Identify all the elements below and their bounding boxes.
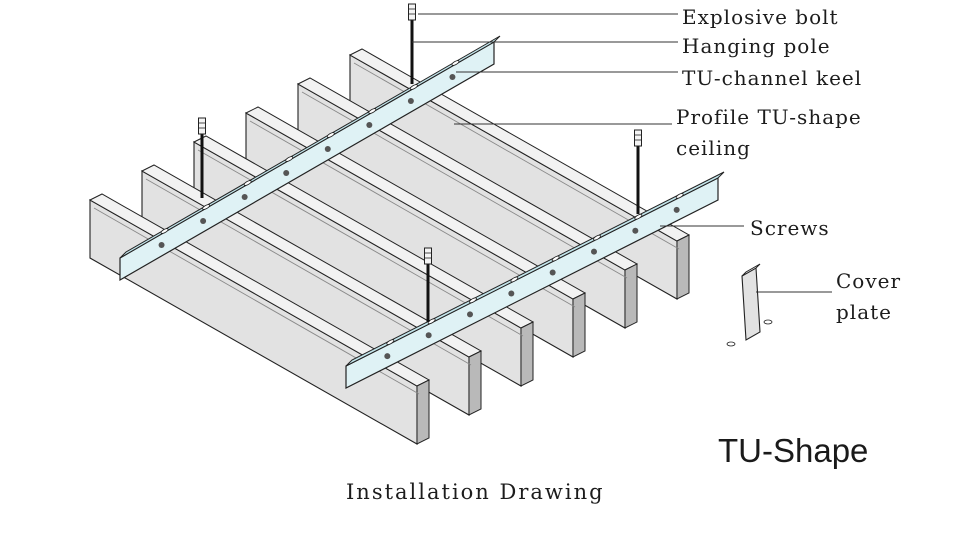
keel-slot [675,193,684,199]
screw-dot [384,353,391,360]
label-explosive-bolt: Explosive bolt [682,5,839,29]
keel-slot [427,318,436,325]
screw-dot [283,170,290,176]
label-tu-channel-keel: TU-channel keel [682,66,863,90]
profile-end-face [624,263,638,329]
label-profile-line2: ceiling [676,136,751,160]
keel-slot [386,339,395,345]
screw-dot [449,74,456,80]
hanging-pole-2 [198,117,206,198]
keel-slot [451,60,460,66]
screw-dot [241,194,248,200]
label-cover-line2: plate [836,300,892,324]
profile-end-face [468,350,482,416]
tu-channel-keel-group [119,35,725,389]
hanging-pole-group [198,3,642,322]
screw-dot [366,122,373,128]
tu-channel-keel-1 [119,35,501,282]
keel-slot [326,132,335,138]
screw-dot [467,311,473,318]
keel-slot [551,255,560,262]
keel-flange [345,171,725,367]
cover-plate-clip [763,319,773,325]
tu-channel-keel-2 [345,171,725,389]
keel-slot [409,84,418,90]
cover-plate-top [741,263,761,277]
screw-dot [508,290,515,297]
screw-dot [158,242,165,248]
screw-dot [407,98,414,104]
cover-plate [726,263,773,347]
cover-plate-face [741,267,761,341]
explosive-bolt [408,3,416,21]
profile-end-face [520,321,534,387]
screw-dot [591,248,597,255]
cover-plate-clip [726,341,736,347]
keel-slot [469,297,477,304]
hanging-pole-4 [424,247,432,322]
screw-dot [324,146,331,152]
keel-flange [119,35,501,259]
label-cover-line1: Cover [836,269,902,293]
keel-slot [368,108,377,114]
keel-slot [160,228,169,234]
explosive-bolt [198,117,206,135]
profile-end-face [572,292,586,358]
keel-slot [202,204,211,210]
label-screws: Screws [750,216,830,240]
keel-slot [510,276,519,283]
explosive-bolt [424,247,432,265]
profile-end-face [676,234,690,300]
drawing-caption: Installation Drawing [346,480,605,504]
profile-end-face [416,379,430,445]
leader-lines [412,13,832,293]
keel-slot [593,234,601,241]
screw-dot [673,206,680,213]
hanging-pole-3 [634,129,642,214]
hanging-pole-1 [408,3,416,84]
keel-slot [243,180,252,186]
keel-slot [634,213,643,220]
screw-dot [549,269,556,276]
screw-dot [632,227,639,234]
screw-dot [425,332,432,339]
brand-title: TU-Shape [718,432,869,469]
label-profile-line1: Profile TU-shape [676,105,862,129]
label-hanging-pole: Hanging pole [682,34,831,58]
screw-dot [200,218,207,224]
explosive-bolt [634,129,642,147]
keel-slot [285,156,294,162]
